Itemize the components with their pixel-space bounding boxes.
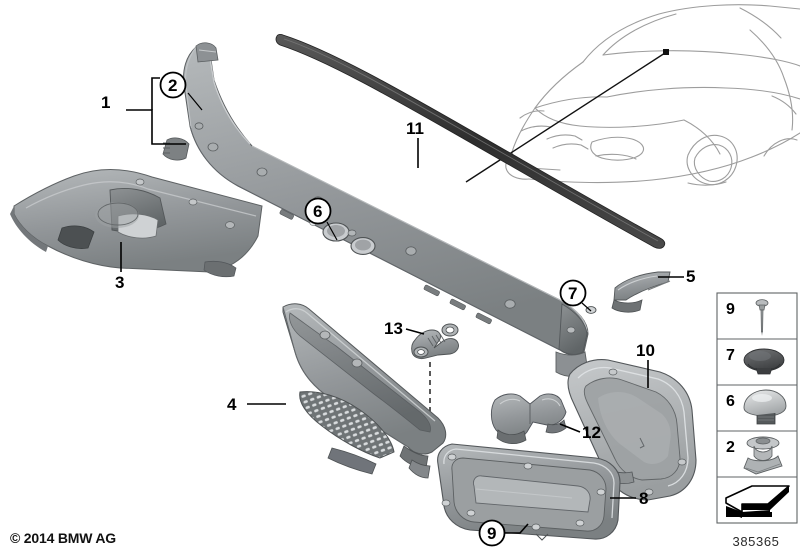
dark-cap-icon: [743, 348, 785, 375]
legend-label-7: 7: [726, 347, 735, 364]
part-12-bracket: [490, 393, 567, 444]
callout-label-5: 5: [686, 267, 696, 286]
view-arrow-icon: [725, 485, 790, 518]
diagram-part-number: 385365: [732, 534, 780, 549]
clip-fastener-icon: [743, 436, 783, 475]
screw-rivet-icon: [755, 299, 769, 336]
callout-label-7: 7: [568, 284, 578, 303]
part-11-cowl-seal: [275, 33, 666, 249]
callout-label-12: 12: [582, 423, 601, 442]
part-1-cowl-bracket: [162, 42, 589, 377]
callout-label-3: 3: [115, 273, 125, 292]
callout-label-13: 13: [384, 319, 403, 338]
callout-label-9: 9: [487, 524, 497, 543]
part-3-left-cowl-trim: [10, 169, 263, 278]
legend-label-6: 6: [726, 393, 735, 410]
callout-leader-lines: [120, 77, 684, 534]
part-4-cowl-cover: [282, 303, 447, 479]
vehicle-outline-group: [504, 4, 800, 186]
part-10-right-cowl-cover: [567, 359, 697, 501]
vehicle-leader-line: [465, 49, 669, 183]
legend-box: [716, 292, 798, 524]
callout-circles: [159, 71, 587, 547]
part-5-bracket: [611, 271, 671, 313]
callout-label-10: 10: [636, 341, 655, 360]
callout-label-4: 4: [227, 395, 237, 414]
part-8-plenum-tray: [437, 443, 621, 541]
part-13-clip: [411, 323, 459, 430]
callout-label-2: 2: [168, 76, 178, 95]
callout-label-6: 6: [313, 202, 323, 221]
legend-label-2: 2: [726, 439, 735, 456]
callout-label-11: 11: [406, 119, 424, 138]
callout-label-1: 1: [101, 93, 111, 112]
copyright-notice: © 2014 BMW AG: [10, 530, 116, 546]
legend-label-9: 9: [726, 301, 735, 318]
light-cap-icon: [743, 389, 787, 425]
callout-label-8: 8: [639, 489, 649, 508]
